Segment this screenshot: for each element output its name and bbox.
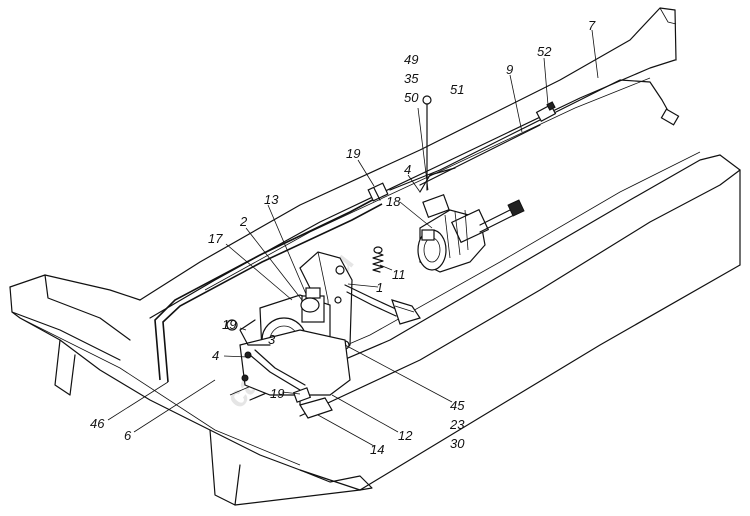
callout-19-mid: 19 bbox=[222, 317, 236, 332]
hydraulic-pipe-main bbox=[154, 79, 673, 383]
callout-50: 50 bbox=[404, 90, 419, 105]
bleed-valve-51 bbox=[422, 95, 432, 191]
callout-49: 49 bbox=[404, 52, 418, 67]
callout-23: 23 bbox=[449, 417, 465, 432]
callout-14: 14 bbox=[370, 442, 384, 457]
callout-2: 2 bbox=[239, 214, 248, 229]
leader-lines bbox=[107, 29, 599, 447]
callout-19-upper: 19 bbox=[346, 146, 360, 161]
pipe-connector-52 bbox=[535, 101, 557, 122]
pipe-loop-lower bbox=[239, 319, 312, 416]
clutch-pedal bbox=[344, 284, 421, 325]
bracket-base-plate bbox=[239, 329, 351, 396]
callout-19-lower: 19 bbox=[270, 386, 284, 401]
callout-7: 7 bbox=[588, 18, 596, 33]
hose-end-fitting bbox=[660, 108, 680, 126]
callout-18: 18 bbox=[386, 194, 401, 209]
return-spring-11 bbox=[372, 246, 384, 273]
pipe-clamp-19-upper bbox=[367, 182, 389, 202]
callout-51: 51 bbox=[450, 82, 464, 97]
callout-17: 17 bbox=[208, 231, 223, 246]
clutch-booster-unit bbox=[417, 193, 525, 273]
callout-9: 9 bbox=[506, 62, 513, 77]
pipe-clamp-19-mid bbox=[226, 319, 238, 331]
callout-13: 13 bbox=[264, 192, 279, 207]
frame-cross-member-front bbox=[9, 274, 373, 506]
callout-35: 35 bbox=[404, 71, 419, 86]
mount-bracket-14 bbox=[299, 397, 333, 419]
callout-labels: 7 52 9 49 35 50 51 19 4 18 13 2 17 11 1 … bbox=[90, 18, 596, 457]
callout-52: 52 bbox=[537, 44, 552, 59]
callout-46: 46 bbox=[90, 416, 105, 431]
callout-11: 11 bbox=[392, 267, 406, 282]
callout-1: 1 bbox=[376, 280, 383, 295]
callout-4-upper: 4 bbox=[404, 162, 411, 177]
callout-45: 45 bbox=[450, 398, 465, 413]
callout-3: 3 bbox=[268, 332, 276, 347]
callout-4-lower: 4 bbox=[212, 348, 219, 363]
callout-30: 30 bbox=[450, 436, 465, 451]
callout-6: 6 bbox=[124, 428, 132, 443]
callout-12: 12 bbox=[398, 428, 413, 443]
